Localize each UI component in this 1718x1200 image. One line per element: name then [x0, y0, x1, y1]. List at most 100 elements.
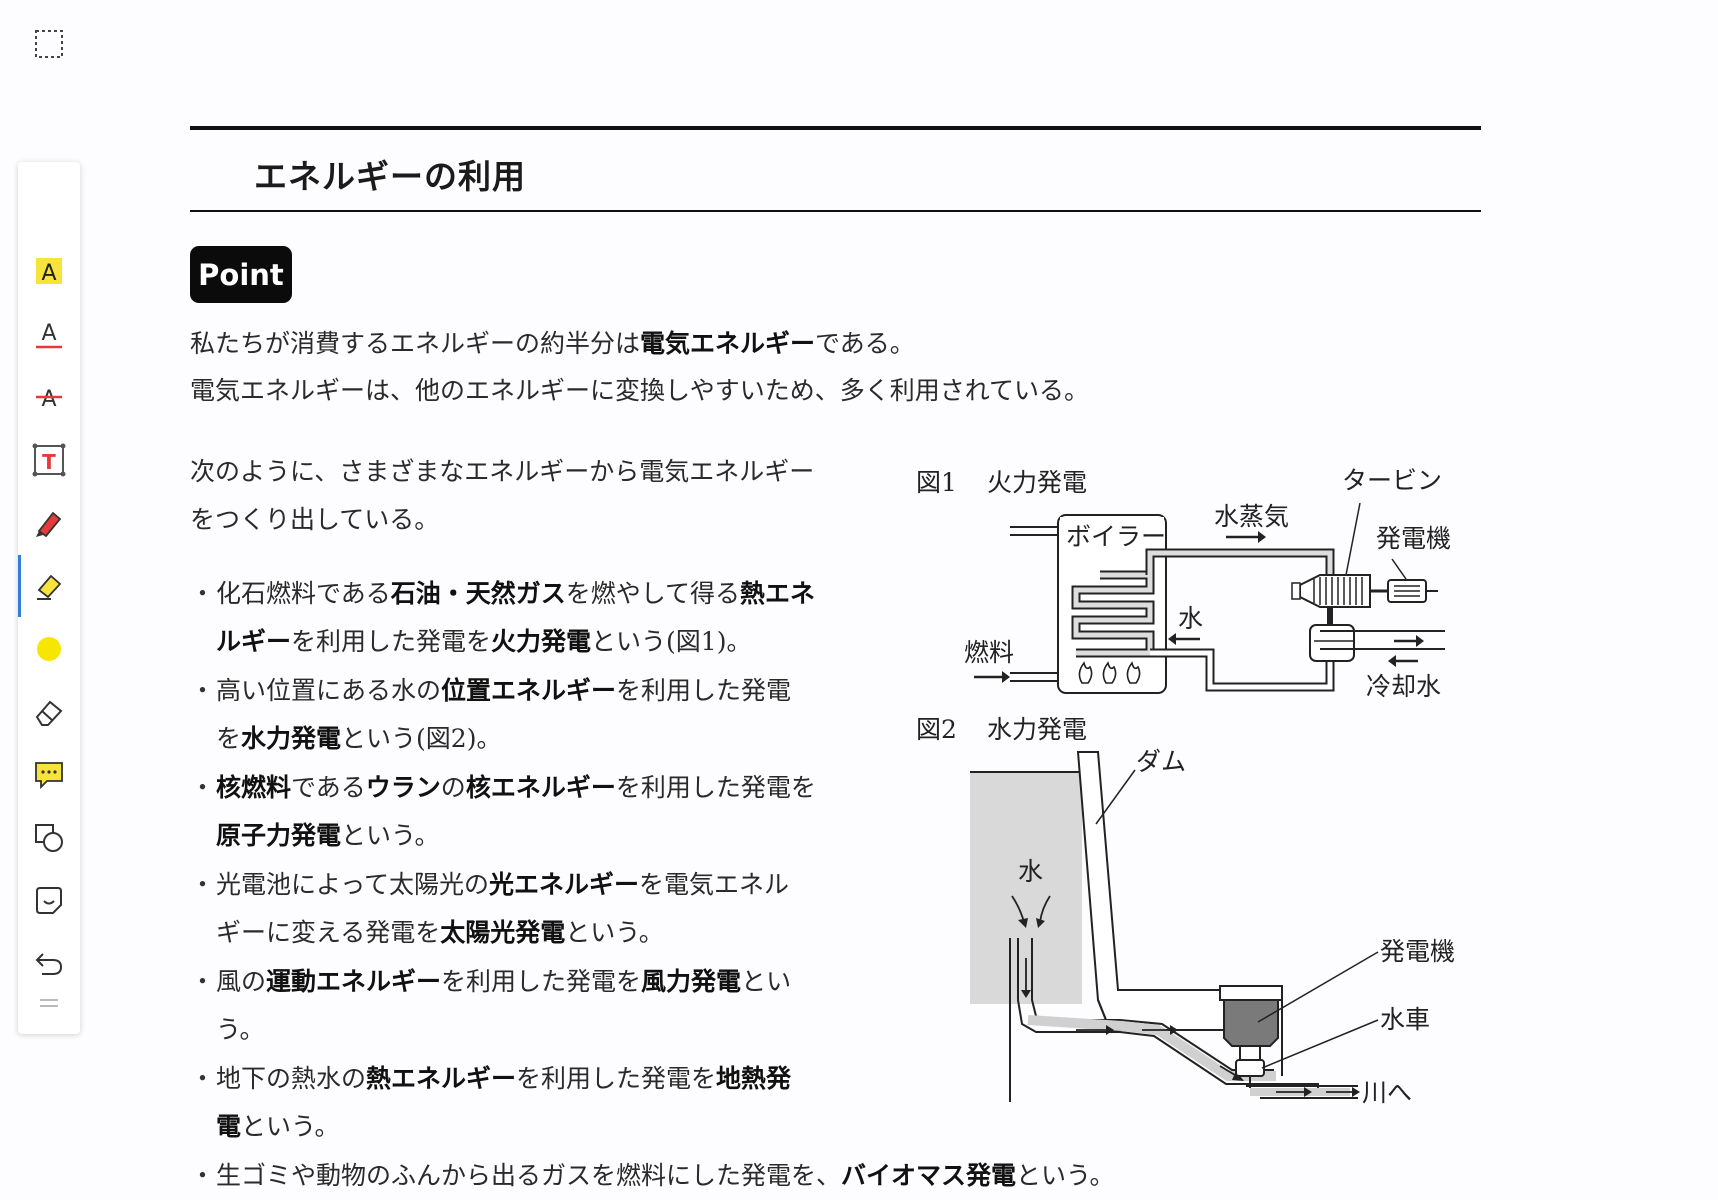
text-run: 電気エネルギーは、他のエネルギーに変換しやすいため、多く利用されている。 [190, 376, 1090, 405]
bold-term: 太陽光発電 [440, 918, 566, 947]
bullet-marker: ・ [190, 870, 216, 899]
drag-handle-icon [40, 999, 58, 1007]
bullet-line: 核燃料であるウランの核エネルギーを利用した発電を [216, 768, 816, 804]
bold-term: 電気エネルギー [640, 329, 816, 358]
undo-button[interactable] [18, 939, 80, 989]
label-water: 水 [1178, 604, 1203, 633]
label-river: 川へ [1362, 1078, 1412, 1107]
pen-icon [36, 511, 62, 538]
sticker-tool[interactable] [18, 876, 80, 926]
fig2-caption: 水力発電 [987, 715, 1087, 744]
lead-line: をつくり出している。 [190, 500, 439, 536]
bold-term: ルギー [216, 627, 292, 656]
bold-term: 水力発電 [241, 724, 342, 753]
bold-term: 熱エネルギー [366, 1064, 517, 1093]
bold-term: 核エネルギー [465, 773, 616, 802]
bullet-line: 高い位置にある水の位置エネルギーを利用した発電 [216, 671, 791, 707]
bold-term: 光エネルギー [489, 870, 640, 899]
bullet-line: 電という。 [216, 1107, 340, 1143]
turbine [1291, 574, 1371, 608]
text-underline-icon: A [36, 321, 62, 349]
intro-line: 電気エネルギーは、他のエネルギーに変換しやすいため、多く利用されている。 [190, 371, 1089, 407]
select-area-icon [35, 30, 63, 58]
bold-term: 風力発電 [641, 967, 742, 996]
text-run: を利用した発電を [441, 967, 642, 996]
text-underline-tool[interactable]: A [18, 309, 80, 359]
page-title: エネルギーの利用 [254, 157, 526, 196]
bullet-line: 原子力発電という。 [216, 816, 440, 852]
text-run: を燃やして得る [565, 579, 741, 608]
text-run: である [291, 773, 366, 802]
eraser-tool[interactable] [18, 687, 80, 737]
undo-icon [35, 953, 63, 975]
bullet-line: 風の運動エネルギーを利用した発電を風力発電とい [216, 962, 791, 998]
figure-hydro-power: 図2 水力発電 ダム 水 [916, 715, 1455, 1107]
svg-text:A: A [41, 261, 56, 286]
text-run: 光電池によって太陽光の [216, 870, 490, 899]
svg-text:A: A [41, 321, 56, 346]
intro-line: 私たちが消費するエネルギーの約半分は電気エネルギーである。 [190, 324, 915, 360]
text-run: を利用した発電を [516, 1064, 717, 1093]
text-run: 風の [216, 967, 267, 996]
bold-term: 核燃料 [216, 773, 292, 802]
text-run: という(図1)。 [591, 627, 752, 656]
text-run: 地下の熱水の [216, 1064, 367, 1093]
label-cooling-water: 冷却水 [1366, 672, 1441, 701]
text-run: を利用した発電を [291, 627, 492, 656]
annotation-toolbar: A A A T [18, 30, 80, 1034]
comment-icon [35, 762, 63, 790]
figure-thermal-power: 図1 火力発電 ボイラー 燃料 水蒸気 水 [916, 466, 1451, 701]
text-run: を利用した発電を [615, 773, 816, 802]
text-run: とい [741, 967, 792, 996]
bullet-line: 化石燃料である石油・天然ガスを燃やして得る熱エネ [216, 574, 815, 610]
highlighter-tool[interactable] [18, 555, 80, 617]
bullet-marker: ・ [190, 1161, 216, 1190]
label-generator: 発電機 [1380, 937, 1455, 966]
svg-text:T: T [42, 450, 56, 474]
bold-term: 石油・天然ガス [390, 579, 566, 608]
bullet-marker: ・ [190, 967, 216, 996]
text-run: う。 [216, 1015, 265, 1044]
bullet-line: 地下の熱水の熱エネルギーを利用した発電を地熱発 [216, 1059, 791, 1095]
text-highlight-icon: A [36, 258, 62, 286]
bullet-line: 生ゴミや動物のふんから出るガスを燃料にした発電を、バイオマス発電という。 [216, 1156, 1115, 1192]
bold-term: ウラン [365, 773, 441, 802]
pen-tool[interactable] [18, 498, 80, 548]
bold-term: 位置エネルギー [441, 676, 617, 705]
text-box-tool[interactable]: T [18, 435, 80, 485]
text-run: の [440, 773, 466, 802]
color-picker[interactable] [18, 624, 80, 674]
label-dam: ダム [1136, 747, 1186, 776]
bullet-marker: ・ [190, 1064, 216, 1093]
point-badge: Point [190, 246, 292, 303]
text-strikethrough-icon: A [36, 387, 62, 412]
label-steam: 水蒸気 [1214, 502, 1289, 531]
text-run: を利用した発電 [616, 676, 792, 705]
text-run: を [216, 724, 242, 753]
bold-term: バイオマス発電 [841, 1161, 1017, 1190]
comment-tool[interactable] [18, 750, 80, 800]
bullet-line: う。 [216, 1010, 265, 1046]
lead-line: 次のように、さまざまなエネルギーから電気エネルギー [190, 452, 814, 488]
bullet-marker: ・ [190, 579, 216, 608]
shapes-tool[interactable] [18, 813, 80, 863]
text-highlight-tool[interactable]: A [18, 246, 80, 296]
label-fuel: 燃料 [964, 638, 1014, 667]
sticker-icon [36, 887, 62, 914]
label-water: 水 [1018, 857, 1043, 886]
power-house [1219, 985, 1283, 1088]
bold-term: 原子力発電 [216, 821, 342, 850]
bullet-marker: ・ [190, 773, 216, 802]
text-run: 次のように、さまざまなエネルギーから電気エネルギー [190, 457, 815, 486]
text-run: 私たちが消費するエネルギーの約半分は [190, 329, 641, 358]
toolbar-drag-handle[interactable] [18, 988, 80, 1018]
text-run: ギーに変える発電を [216, 918, 441, 947]
select-area-tool[interactable] [18, 19, 80, 69]
text-run: という。 [1016, 1161, 1115, 1190]
generator [1370, 579, 1438, 603]
label-generator: 発電機 [1376, 524, 1451, 553]
bullet-line: 光電池によって太陽光の光エネルギーを電気エネル [216, 865, 789, 901]
label-waterwheel: 水車 [1380, 1005, 1430, 1034]
text-strikethrough-tool[interactable]: A [18, 372, 80, 422]
